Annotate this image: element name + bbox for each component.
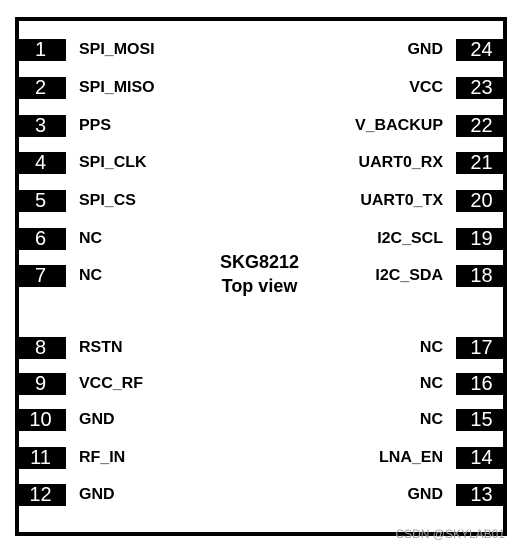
chip-outline [15,17,507,536]
pin-number: 16 [456,373,507,395]
pin-label: NC [79,267,103,284]
pin-label: RF_IN [79,449,126,466]
pin-number: 13 [456,484,507,506]
pin-number: 10 [15,409,66,431]
pin-number: 12 [15,484,66,506]
pin-label: GND [79,486,115,503]
pin-label: GND [407,486,443,503]
pin-label: NC [419,411,443,428]
watermark: CSDN @SKYLAB01 [395,527,505,541]
pin-number: 5 [15,190,66,212]
pin-number: 8 [15,337,66,359]
pin-label: GND [407,41,443,58]
pin-label: I2C_SDA [375,267,443,284]
pin-number: 22 [456,115,507,137]
chip-view-label: Top view [221,276,298,296]
pin-number: 11 [15,447,66,469]
pin-label: GND [79,411,115,428]
pin-number: 19 [456,228,507,250]
pin-label: SPI_MISO [79,79,155,96]
pin-number: 7 [15,265,66,287]
pin-number: 24 [456,39,507,61]
pin-label: UART0_TX [360,192,443,209]
pin-label: VCC [409,79,443,96]
pin-number: 21 [456,152,507,174]
pin-label: SPI_CLK [79,154,147,171]
pin-label: VCC_RF [79,375,144,392]
pin-number: 9 [15,373,66,395]
pin-label: NC [79,230,103,247]
pin-number: 6 [15,228,66,250]
pin-label: SPI_MOSI [79,41,155,58]
pin-number: 23 [456,77,507,99]
pin-label: PPS [79,117,112,134]
pin-label: NC [419,375,443,392]
pin-label: I2C_SCL [377,230,443,247]
pin-label: RSTN [79,339,123,356]
pin-number: 15 [456,409,507,431]
pin-label: V_BACKUP [354,117,443,134]
pin-label: UART0_RX [358,154,443,171]
chip-name: SKG8212 [219,252,300,272]
pin-number: 18 [456,265,507,287]
pin-number: 3 [15,115,66,137]
pin-number: 17 [456,337,507,359]
pin-label: NC [419,339,443,356]
pin-number: 20 [456,190,507,212]
pin-number: 2 [15,77,66,99]
pin-number: 4 [15,152,66,174]
pin-number: 1 [15,39,66,61]
pin-number: 14 [456,447,507,469]
pin-label: LNA_EN [378,449,443,466]
pin-label: SPI_CS [79,192,136,209]
